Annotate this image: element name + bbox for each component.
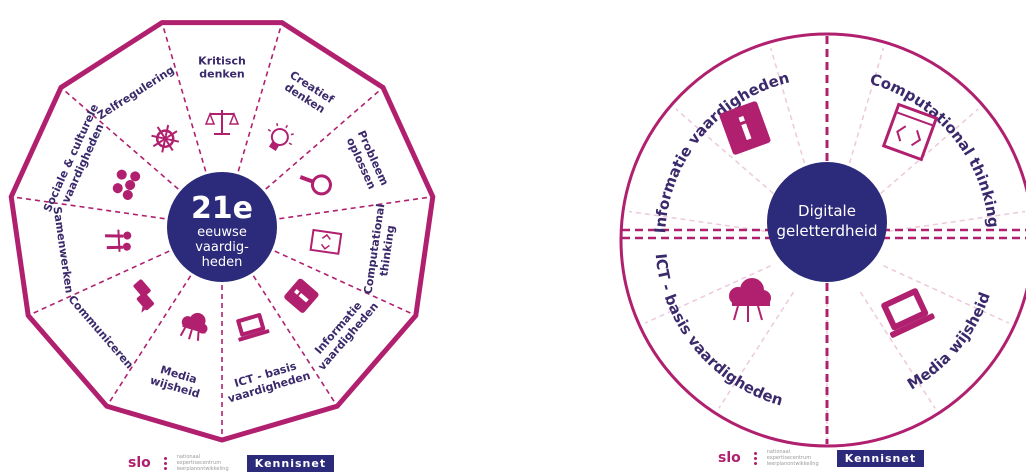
faded-spoke	[644, 265, 771, 324]
info-square-icon	[284, 278, 319, 313]
quadrant-label-ict: ICT - basis vaardigheden	[652, 253, 786, 410]
slo-logo-right: slo	[718, 450, 741, 466]
faded-spoke	[883, 265, 1010, 324]
scales-icon	[204, 110, 240, 135]
media-cloud-icon	[729, 278, 771, 322]
left-segment-label: ICT - basisvaardigheden	[223, 356, 312, 405]
left-center-line2: eeuwse	[197, 225, 247, 240]
faded-spoke	[843, 47, 885, 181]
kennisnet-logo: Kennisnet	[246, 454, 335, 472]
left-segment-9: Sociale & culturelevaardigheden	[41, 102, 141, 214]
left-spoke	[274, 250, 417, 317]
faded-spoke	[769, 47, 811, 181]
ship-wheel-icon	[151, 124, 180, 153]
left-segment-7: Communiceren	[65, 279, 154, 372]
left-segment-label: Samenwerken	[50, 206, 75, 294]
faded-spoke	[628, 210, 766, 232]
footer-right: slo nationaal expertisecentrum leerplano…	[718, 449, 925, 467]
left-spoke	[27, 250, 170, 317]
lightbulb-icon	[267, 123, 294, 151]
left-segment-5: ICT - basisvaardigheden	[223, 313, 312, 406]
left-segment-label-line: Communiceren	[65, 293, 136, 372]
slo-dots-icon	[163, 456, 167, 470]
left-segment-10: Zelfregulering	[95, 63, 180, 153]
left-segment-label: Probleemoplossen	[343, 128, 391, 193]
left-segment-label-line: Zelfregulering	[95, 63, 177, 122]
speech-bubbles-icon	[133, 279, 154, 313]
slo-dots-icon-right	[753, 451, 757, 465]
left-spoke	[237, 22, 283, 172]
left-spoke	[60, 86, 179, 190]
left-segment-label: Informatievaardigheden	[305, 291, 381, 373]
left-spoke	[106, 275, 192, 407]
left-segment-label-line: Kritisch	[198, 55, 246, 68]
code-window-icon	[881, 102, 939, 162]
left-spoke	[279, 195, 433, 220]
left-segment-label: Zelfregulering	[95, 63, 177, 122]
left-segment-8: Samenwerken	[50, 206, 132, 294]
slo-logo: slo	[128, 455, 151, 471]
left-segment-label-line: Samenwerken	[50, 206, 75, 294]
left-center-line4: heden	[202, 255, 243, 270]
right-center-circle	[767, 162, 887, 282]
group-icon	[112, 169, 141, 200]
left-segment-2: Probleemoplossen	[299, 128, 391, 196]
footer-left: slo nationaal expertisecentrum leerplano…	[128, 454, 335, 472]
hendecagon-outline	[8, 20, 436, 443]
magnifier-icon	[299, 174, 332, 196]
left-segment-label: Creatiefdenken	[280, 68, 336, 117]
left-segment-1: Creatiefdenken	[267, 68, 336, 151]
quadrant-label-computational: Computational thinking	[868, 70, 1003, 228]
left-segment-label: Mediawijsheid	[149, 361, 205, 400]
left-spoke	[265, 86, 384, 190]
left-segment-label-line: denken	[199, 68, 244, 81]
left-segment-6: Mediawijsheid	[149, 312, 208, 401]
faded-spoke	[675, 108, 781, 200]
left-center-circle	[167, 172, 277, 282]
right-center-line2: geletterdheid	[777, 222, 878, 240]
left-segment-3: Computationalthinking	[309, 203, 401, 297]
left-segment-label: Computationalthinking	[362, 203, 401, 297]
code-window-icon	[309, 228, 343, 255]
slo-subtitle: nationaal expertisecentrum leerplanontwi…	[176, 454, 229, 472]
left-segment-label: Communiceren	[65, 293, 136, 372]
right-outer-circle	[619, 32, 1026, 448]
left-center-21e: 21e	[191, 191, 253, 226]
info-square-icon	[719, 101, 771, 155]
laptop-icon	[236, 313, 270, 342]
left-spoke	[161, 22, 207, 172]
kennisnet-logo-right: Kennisnet	[836, 449, 925, 467]
left-spokes	[11, 22, 433, 440]
faded-spoke	[888, 210, 1026, 232]
right-center-line1: Digitale	[798, 202, 856, 220]
people-icon	[105, 229, 132, 252]
media-cloud-icon	[179, 312, 208, 341]
left-spoke	[11, 195, 165, 220]
right-diagram: Informatie vaardigheden Computational th…	[619, 32, 1026, 448]
laptop-icon	[881, 288, 935, 338]
left-spoke	[252, 275, 338, 407]
slo-subtitle-right: nationaal expertisecentrum leerplanontwi…	[766, 449, 819, 467]
left-center-line3: vaardig-	[195, 240, 249, 255]
faded-spoke	[718, 291, 795, 409]
